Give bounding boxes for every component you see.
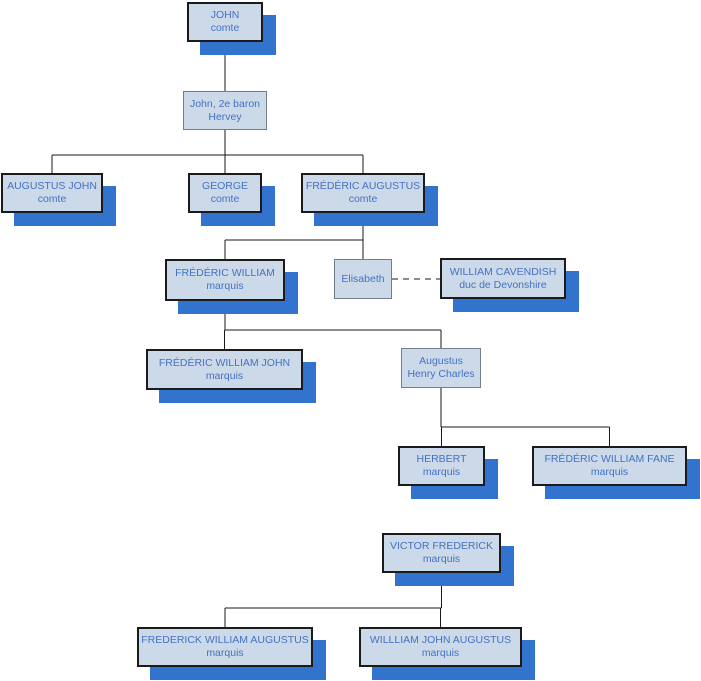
person-name: FRÉDÉRIC WILLIAM JOHN: [158, 356, 291, 369]
person-name: AUGUSTUS JOHN: [7, 180, 97, 192]
person-name: GEORGE: [201, 180, 249, 192]
person-title: Henry Charles: [407, 368, 475, 380]
person-name: VICTOR FREDERICK: [389, 540, 494, 552]
person-name: FRÉDÉRIC WILLIAM: [175, 267, 275, 279]
person-title: comte: [210, 22, 240, 34]
person-name: HERBERT: [416, 453, 467, 465]
person-name: Elisabeth: [341, 272, 385, 285]
person-name: FRÉDÉRIC WILLIAM FANE: [544, 453, 675, 465]
person-title: comte: [210, 193, 240, 205]
person-title: marquis: [422, 553, 461, 565]
person-title: marquis: [590, 466, 629, 478]
person-name: FREDERICK WILLIAM AUGUSTUS: [141, 634, 309, 646]
person-title: duc de Devonshire: [459, 278, 547, 291]
person-title: marquis: [421, 647, 460, 659]
person-title: marquis: [422, 466, 461, 478]
tree-node-elisabeth: Elisabeth: [334, 259, 392, 299]
person-title: comte: [348, 193, 378, 205]
person-name: John, 2e baron: [189, 97, 261, 110]
person-title: comte: [37, 193, 67, 205]
person-name: Augustus: [419, 355, 463, 367]
person-name: WILLIAM CAVENDISH: [449, 265, 557, 278]
person-title: marquis: [206, 280, 244, 292]
person-title: marquis: [206, 647, 244, 659]
person-title: Hervey: [208, 110, 242, 123]
person-name: WILLLIAM JOHN AUGUSTUS: [369, 634, 512, 646]
person-title: marquis: [205, 369, 244, 382]
person-name: JOHN: [210, 9, 240, 21]
person-name: FRÉDÉRIC AUGUSTUS: [305, 180, 421, 192]
